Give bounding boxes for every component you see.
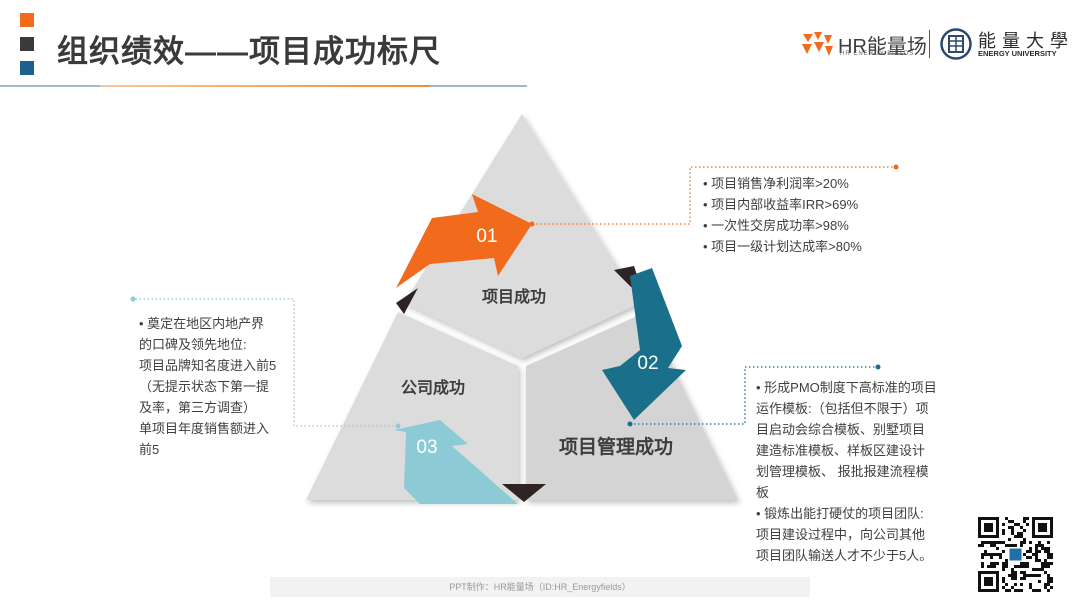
- callout-line: • 锻炼出能打硬仗的项目团队:: [756, 506, 924, 521]
- callout-left: • 奠定在地区内地产界 的口碑及领先地位: 项目品牌知名度进入前5 （无提示状态…: [139, 313, 276, 460]
- callout-line: 及率，第三方调查）: [139, 400, 257, 415]
- callout-line: • 形成PMO制度下高标准的项目: [756, 380, 937, 395]
- footer-credit: PPT制作：HR能量场（ID:HR_Energyfields）: [270, 577, 810, 597]
- callout-line: • 项目一级计划达成率>80%: [703, 239, 862, 254]
- callout-line: 划管理模板、 报批报建流程模: [756, 464, 929, 479]
- callout-line: 运作模板:（包括但不限于）项: [756, 401, 929, 416]
- callout-line: • 奠定在地区内地产界: [139, 316, 265, 331]
- arrow-01-label: 01: [476, 226, 497, 247]
- connector-left: [133, 298, 398, 427]
- connector-dot-right: [627, 421, 633, 427]
- connector-dot-left-end: [130, 296, 136, 302]
- arrow-02-label: 02: [637, 353, 658, 374]
- callout-line: 目启动会综合模板、别墅项目: [756, 422, 926, 437]
- callout-bottom-right: • 形成PMO制度下高标准的项目 运作模板:（包括但不限于）项 目启动会综合模板…: [756, 377, 937, 566]
- callout-line: （无提示状态下第一提: [139, 379, 270, 394]
- header-underline-blue: [430, 85, 527, 87]
- arrow-01-shape: [396, 194, 532, 288]
- section-left-label: 公司成功: [401, 378, 465, 397]
- callout-line: 建造标准模板、样板区建设计: [756, 443, 926, 458]
- callout-line: 板: [756, 485, 770, 500]
- header-underline-orange: [100, 85, 430, 87]
- university-logo-subtext: ENERGY UNIVERSITY: [978, 49, 1057, 58]
- callout-line: 的口碑及领先地位:: [139, 337, 247, 352]
- callout-line: • 项目销售净利润率>20%: [703, 176, 849, 191]
- arrow-03-label: 03: [416, 437, 437, 458]
- header-underline-gray: [0, 85, 100, 87]
- hr-energy-logo: HR能量场 HR ENERGY FIELDS: [800, 30, 927, 60]
- callout-top-right: • 项目销售净利润率>20% • 项目内部收益率IRR>69% • 一次性交房成…: [703, 173, 862, 257]
- callout-line: 项目建设过程中，向公司其他: [756, 527, 926, 542]
- connector-bottom-right: [630, 366, 878, 425]
- corner-tab-bottom: [502, 484, 546, 502]
- university-logo-text: 能量大學: [978, 31, 1074, 52]
- qr-code: [978, 517, 1053, 592]
- callout-line: 前5: [139, 442, 160, 457]
- header-square-dark: [20, 37, 34, 51]
- callout-line: 项目品牌知名度进入前5: [139, 358, 277, 373]
- header-square-orange: [20, 13, 34, 27]
- callout-line: 单项目年度销售额进入: [139, 421, 270, 436]
- arrow-02-shape: [602, 268, 686, 420]
- connector-dot-right-end: [875, 364, 881, 370]
- header-square-blue: [20, 61, 34, 75]
- connector-dot-top: [529, 221, 535, 227]
- callout-line: • 项目内部收益率IRR>69%: [703, 197, 859, 212]
- section-right-label: 项目管理成功: [559, 435, 673, 458]
- section-top-label: 项目成功: [482, 287, 546, 306]
- university-seal-icon: [940, 28, 972, 60]
- logo-separator: [929, 30, 930, 58]
- page-title: 组织绩效——项目成功标尺: [57, 34, 441, 69]
- hr-logo-subtext: HR ENERGY FIELDS: [840, 51, 915, 57]
- energy-university-logo: 能量大學 ENERGY UNIVERSITY: [940, 27, 1070, 61]
- connector-dot-left: [395, 423, 401, 429]
- connector-dot-top-end: [893, 164, 899, 170]
- hr-energy-logo-icon: [802, 32, 833, 56]
- callout-line: 项目团队输送人才不少于5人。: [756, 548, 933, 563]
- callout-line: • 一次性交房成功率>98%: [703, 218, 849, 233]
- section-left-shape: [306, 312, 518, 500]
- arrow-03-shape: [394, 420, 518, 504]
- hr-logo-text: HR能量场: [838, 36, 927, 58]
- corner-tab-left: [396, 288, 418, 314]
